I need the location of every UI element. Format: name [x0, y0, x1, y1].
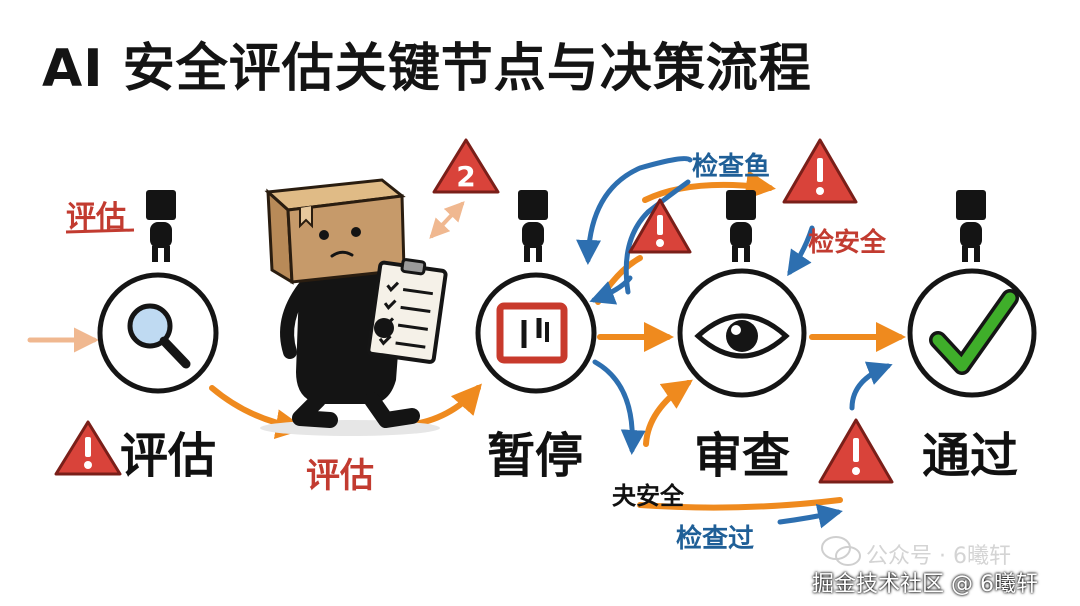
stage-label-pause: 暂停	[487, 428, 584, 484]
eye-icon	[694, 313, 790, 359]
magnifier-icon	[127, 303, 191, 369]
warning-number: 2	[456, 160, 475, 193]
person-icon	[518, 190, 548, 262]
stage-label-approve: 通过	[922, 428, 1019, 484]
pause-icon	[496, 302, 568, 364]
annotation-check-safety: 检安全	[808, 228, 887, 258]
box-head-character	[260, 178, 448, 436]
wechat-logo-icon	[821, 536, 861, 566]
stage-label-evaluate: 评估	[120, 428, 217, 484]
stage-circle-review	[677, 268, 807, 398]
person-icon	[726, 190, 756, 262]
label-underline	[65, 228, 135, 234]
warning-triangle-icon	[628, 198, 692, 254]
stage-label-review: 审查	[694, 428, 791, 484]
person-icon	[956, 190, 986, 262]
page-title: AI 安全评估关键节点与决策流程	[42, 39, 812, 99]
stage-circle-evaluate	[97, 272, 219, 394]
annotation-eval-top: 评估	[66, 200, 126, 235]
warning-triangle-numbered-icon: 2	[432, 138, 500, 194]
stage-circle-approve	[907, 268, 1037, 398]
annotation-decide-safety: 夬安全	[612, 482, 684, 510]
watermark-line2: 掘金技术社区 @ 6曦轩	[812, 572, 1038, 597]
stage-circle-pause	[475, 272, 597, 394]
annotation-eval-bottom: 评估	[306, 456, 374, 496]
person-icon	[146, 190, 176, 262]
annotation-check-fish: 检查鱼	[692, 152, 771, 182]
warning-triangle-icon	[782, 138, 858, 204]
flow-arrows-blue	[576, 156, 893, 529]
warning-triangle-icon	[54, 420, 122, 476]
annotation-check-pass: 检查过	[676, 524, 755, 554]
clipboard-icon	[366, 258, 448, 364]
warning-triangle-icon	[818, 418, 894, 484]
checkmark-icon	[929, 289, 1019, 375]
watermark-line1: 公众号 · 6曦轩	[866, 544, 1011, 569]
